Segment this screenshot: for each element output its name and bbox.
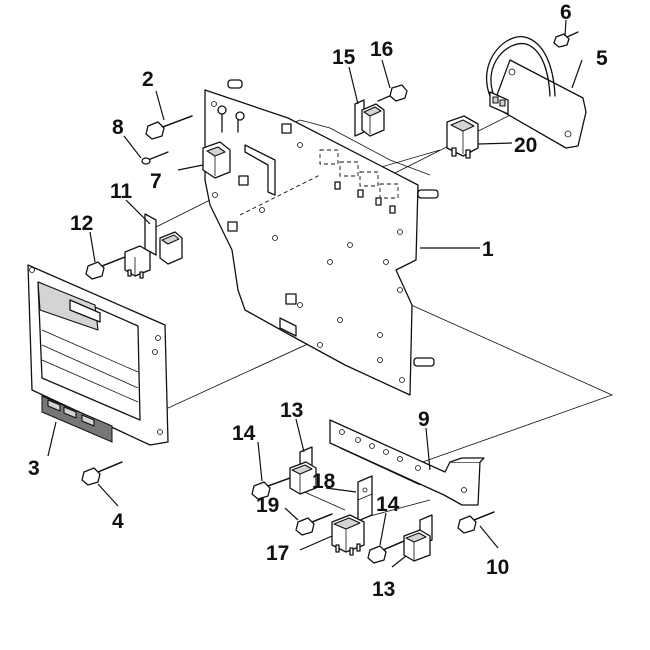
bolt-6 <box>553 31 579 48</box>
callout-13-lower: 13 <box>372 578 395 601</box>
callout-3: 3 <box>28 457 40 480</box>
bolt-4 <box>81 461 123 486</box>
relay-connector-20 <box>446 115 479 159</box>
relay-15 <box>354 99 385 137</box>
relay-13-lower <box>403 514 433 562</box>
callout-12: 12 <box>70 212 93 235</box>
bolt-14-lower <box>367 540 405 564</box>
callout-4: 4 <box>112 510 124 533</box>
harness-bracket <box>485 36 587 149</box>
plate-tab <box>279 317 297 337</box>
callout-14-lower: 14 <box>376 493 400 516</box>
spacer-boss <box>227 79 243 89</box>
electronic-control-unit <box>27 264 169 446</box>
callout-18: 18 <box>312 470 336 493</box>
square-nut <box>227 221 238 232</box>
callout-16: 16 <box>370 38 393 61</box>
callout-8: 8 <box>112 116 124 139</box>
bolt-2 <box>145 115 193 140</box>
bolts <box>81 31 579 564</box>
bolt-16 <box>377 84 408 102</box>
square-nut <box>281 123 292 134</box>
callout-labels: 1 2 3 4 5 6 7 8 9 10 11 12 13 13 14 14 1… <box>28 1 608 601</box>
callout-14-upper: 14 <box>232 422 256 445</box>
square-nut <box>238 175 249 186</box>
callout-10: 10 <box>486 556 509 579</box>
leader-lines <box>47 19 583 568</box>
callout-13-upper: 13 <box>280 399 303 422</box>
callout-19: 19 <box>256 494 279 517</box>
callout-9: 9 <box>418 408 430 431</box>
callout-17: 17 <box>266 542 289 565</box>
plate-bracket <box>244 144 276 196</box>
callout-20: 20 <box>514 134 537 157</box>
connector-7 <box>202 141 231 179</box>
square-nut <box>285 293 297 305</box>
lower-bracket <box>329 419 485 506</box>
bolt-19 <box>295 513 333 536</box>
spacer-boss <box>417 189 439 199</box>
callout-1: 1 <box>482 238 494 261</box>
callout-7: 7 <box>150 170 162 193</box>
relay-17 <box>331 514 365 556</box>
callout-11: 11 <box>110 180 133 203</box>
callout-5: 5 <box>596 47 608 70</box>
relay-13-upper <box>289 446 317 495</box>
bolt-10 <box>457 511 495 534</box>
bolt-14-upper <box>251 477 291 500</box>
relay-cube <box>124 245 151 277</box>
bolt-12 <box>85 256 126 280</box>
spacer-boss <box>413 357 435 367</box>
callout-15: 15 <box>332 46 356 69</box>
callout-6: 6 <box>560 1 572 24</box>
callout-2: 2 <box>142 68 154 91</box>
main-mounting-plate <box>204 79 439 396</box>
relay-bracket-18 <box>357 475 373 522</box>
relay-bracket-11 <box>124 213 183 279</box>
screw-8 <box>141 151 169 165</box>
